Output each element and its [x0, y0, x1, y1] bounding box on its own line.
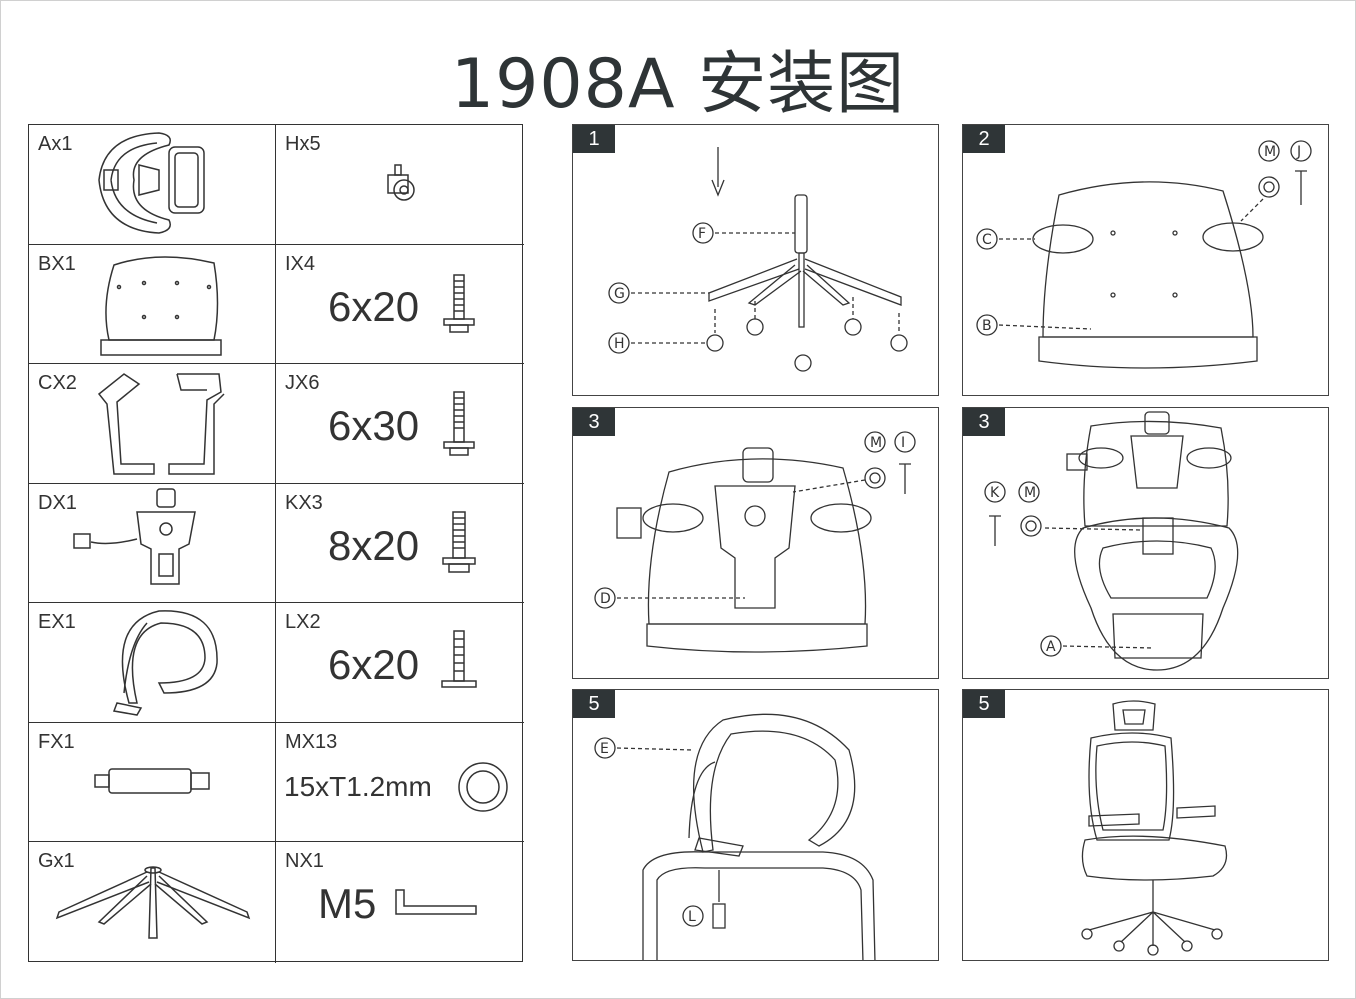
part-cell-e: EX1 — [29, 603, 276, 723]
step-panel-5b: 5 — [962, 689, 1329, 961]
bolt-icon — [443, 391, 475, 456]
part-label: KX3 — [285, 492, 323, 514]
washer-icon — [458, 762, 508, 812]
step-number: 3 — [963, 408, 1005, 436]
part-label: FX1 — [38, 731, 75, 753]
part-label: Ax1 — [38, 133, 73, 155]
callout-b: B — [982, 318, 992, 334]
callout-g: G — [614, 286, 625, 302]
part-cell-h: Hx5 — [276, 125, 524, 245]
step-panel-2: 2 M J C B — [962, 124, 1329, 396]
step-number: 5 — [573, 690, 615, 718]
callout-e: E — [600, 741, 609, 757]
callout-d: D — [600, 591, 611, 607]
bolt-icon — [443, 274, 475, 333]
callout-m: M — [1264, 144, 1276, 160]
caster-wheel-icon — [387, 164, 415, 201]
step-panel-3a: 3 M I D — [572, 407, 939, 679]
part-label: DX1 — [38, 492, 77, 514]
part-label: JX6 — [285, 372, 320, 394]
callout-l: L — [688, 909, 696, 925]
step-number: 5 — [963, 690, 1005, 718]
assembled-chair-illustration — [1081, 700, 1228, 956]
step-1-diagram: F G H — [608, 147, 908, 372]
part-label: Hx5 — [285, 133, 321, 155]
parts-table: Ax1 Hx5 BX1 — [28, 124, 524, 963]
tilt-mechanism-icon — [73, 488, 196, 585]
part-spec: 6x30 — [328, 402, 420, 449]
step-panel-3b: 3 K M A — [962, 407, 1329, 679]
part-cell-j: JX6 6x30 — [276, 364, 524, 484]
callout-f: F — [698, 226, 706, 242]
callout-h: H — [614, 336, 625, 352]
part-cell-n: NX1 M5 — [276, 842, 524, 963]
step-number: 2 — [963, 125, 1005, 153]
seat-cushion-icon — [100, 256, 222, 356]
step-2-diagram: M J C B — [976, 140, 1312, 369]
page-title: 1908A 安装图 — [450, 45, 906, 124]
step-number: 1 — [573, 125, 615, 153]
step-3b-diagram: K M A — [984, 411, 1239, 671]
step-panel-1: 1 F G H — [572, 124, 939, 396]
callout-m: M — [870, 435, 882, 451]
part-label: NX1 — [285, 850, 324, 872]
part-label: Gx1 — [38, 850, 75, 872]
callout-a: A — [1046, 639, 1056, 655]
callout-k: K — [990, 485, 1000, 501]
gas-lift-icon — [94, 768, 210, 794]
callout-c: C — [982, 232, 992, 248]
part-label: IX4 — [285, 253, 316, 275]
part-cell-b: BX1 — [29, 245, 276, 364]
part-label: BX1 — [38, 253, 76, 275]
part-label: EX1 — [38, 611, 76, 633]
chair-base-icon — [55, 866, 251, 939]
part-label: MX13 — [285, 731, 338, 753]
part-cell-l: LX2 6x20 — [276, 603, 524, 723]
headrest-icon — [112, 610, 218, 716]
part-spec: 6x20 — [328, 283, 420, 330]
part-spec: 6x20 — [328, 641, 420, 688]
callout-j: J — [1296, 144, 1301, 160]
bolt-icon — [442, 511, 476, 573]
armrest-bracket-icon — [97, 373, 225, 475]
part-cell-a: Ax1 — [29, 125, 276, 245]
step-number: 3 — [573, 408, 615, 436]
part-label: CX2 — [38, 372, 77, 394]
part-spec: M5 — [318, 880, 377, 927]
part-spec: 15xT1.2mm — [284, 771, 432, 802]
part-cell-m: MX13 15xT1.2mm — [276, 723, 524, 842]
part-cell-d: DX1 — [29, 484, 276, 603]
part-cell-c: CX2 — [29, 364, 276, 484]
part-spec: 8x20 — [328, 522, 420, 569]
part-cell-g: Gx1 — [29, 842, 276, 963]
backrest-frame-icon — [98, 132, 205, 234]
step-3a-diagram: M I D — [594, 431, 916, 653]
callout-i: I — [901, 435, 905, 451]
step-5a-diagram: E L — [594, 713, 876, 960]
hex-key-icon — [395, 889, 477, 915]
callout-m: M — [1024, 485, 1036, 501]
part-cell-f: FX1 — [29, 723, 276, 842]
part-cell-k: KX3 8x20 — [276, 484, 524, 603]
part-label: LX2 — [285, 611, 321, 633]
screw-icon — [441, 630, 477, 688]
step-panel-5a: 5 E L — [572, 689, 939, 961]
part-cell-i: IX4 6x20 — [276, 245, 524, 364]
